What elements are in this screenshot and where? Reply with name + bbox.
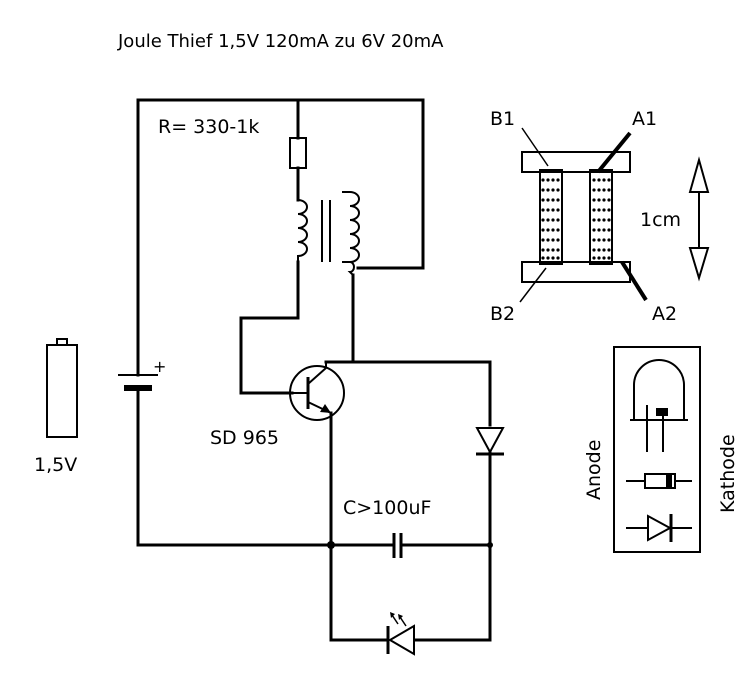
- scale-arrow: [688, 156, 710, 282]
- capacitor-label: C>100uF: [343, 497, 431, 519]
- junction-dot: [487, 542, 493, 548]
- aa-battery-icon: [46, 338, 78, 438]
- battery-plus-sign: +: [153, 357, 166, 376]
- core-label-b2: B2: [490, 303, 515, 325]
- ferrite-core-drawing: [519, 127, 648, 303]
- transistor-label: SD 965: [210, 427, 279, 449]
- led-legend: [613, 346, 701, 553]
- diode-symbol: [475, 427, 505, 462]
- resistor: [289, 137, 307, 169]
- led-symbol: [386, 612, 415, 656]
- scale-label: 1cm: [640, 209, 681, 231]
- battery-symbol: [118, 363, 158, 402]
- core-label-a2: A2: [652, 303, 677, 325]
- resistor-label: R= 330-1k: [158, 116, 259, 138]
- legend-anode-label: Anode: [583, 440, 605, 500]
- transistor-symbol: [289, 362, 345, 421]
- wires: [136, 98, 492, 642]
- core-label-a1: A1: [632, 108, 657, 130]
- core-label-b1: B1: [490, 108, 515, 130]
- capacitor-symbol: [392, 533, 403, 558]
- battery-label: 1,5V: [34, 454, 77, 476]
- junction-dot: [327, 541, 335, 549]
- legend-kathode-label: Kathode: [717, 434, 739, 513]
- diagram-title: Joule Thief 1,5V 120mA zu 6V 20mA: [117, 31, 444, 52]
- transformer: [297, 191, 360, 276]
